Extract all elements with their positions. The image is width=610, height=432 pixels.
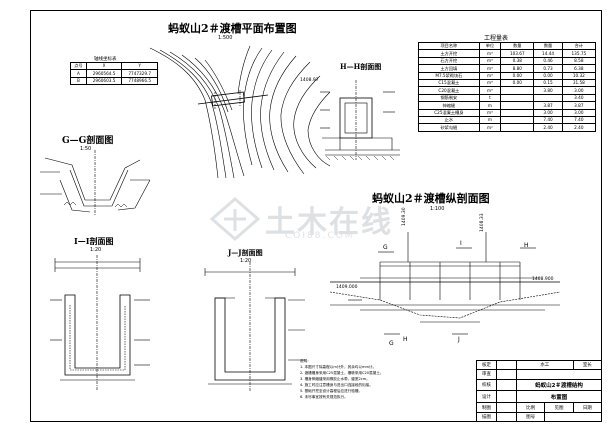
note-line: 说明：	[300, 359, 311, 363]
quantities-caption: 工程量表	[484, 35, 509, 42]
section-hh-title: H—H剖面图	[340, 62, 382, 71]
title-block-cell	[496, 378, 517, 392]
watermark-logo-icon	[210, 197, 260, 241]
table-row: 制图 比例 见图 日期	[476, 402, 603, 413]
title-block-cell	[496, 390, 517, 404]
title-block-cell: 设计	[476, 390, 497, 404]
table-row: 核定 水工 室长	[476, 359, 603, 371]
note-line: 2. 渡槽槽身采用C25混凝土，槽墩采用C20混凝土。	[300, 371, 384, 375]
plan-aqueduct	[197, 90, 269, 110]
title-block-cell: 见图	[544, 402, 574, 413]
section-marker: J	[458, 336, 460, 343]
table-cell: m²	[478, 123, 502, 132]
plan-contours	[149, 45, 331, 179]
section-marker: G	[389, 340, 394, 347]
section-gg-title: G—G剖面图	[62, 136, 114, 146]
plan-scale: 1:500	[218, 35, 233, 41]
table-row: 描图 图号	[476, 411, 602, 423]
note-line: 1. 本图尺寸除高程以m计外，其余均以mm计。	[300, 365, 377, 369]
longitudinal-scale: 1:100	[430, 206, 445, 212]
coordinates-table: 点号 X Y A 2960564.5 7747329.7 B 2960603.5…	[70, 61, 158, 86]
title-block-cell: 校核	[476, 378, 497, 392]
title-block-cell	[496, 359, 517, 371]
drawing-name: 蚂蚁山2＃渡槽结构	[516, 378, 602, 392]
note-line: 4. 施工时应注意槽身与进出口连接段的衔接。	[300, 383, 373, 387]
table-cell: 7748966.5	[121, 76, 158, 86]
section-marker: H	[403, 336, 408, 343]
section-gg-drawing	[40, 150, 151, 215]
section-ii-drawing	[50, 255, 150, 390]
title-block-cell: 日期	[572, 402, 603, 413]
note-line: 6. 未尽事宜按有关规范执行。	[300, 395, 348, 399]
title-block-cell	[516, 369, 602, 380]
section-ii-title: I—I剖面图	[74, 236, 114, 246]
title-block-cell	[496, 411, 517, 423]
table-row: B 2960603.5 7748966.5	[70, 76, 158, 86]
section-jj-scale: 1:20	[240, 258, 252, 264]
elevation-label: 1409.000	[336, 285, 358, 290]
section-ii-scale: 1:20	[90, 247, 102, 253]
title-block-cell: 比例	[515, 402, 546, 413]
title-block-cell: 审查	[476, 369, 497, 380]
elevation-label: 1408.33	[480, 213, 485, 232]
section-marker: G	[383, 244, 388, 251]
plan-title: 蚂蚁山2＃渡槽平面布置图	[168, 22, 297, 35]
note-line: 3. 槽身伸缩缝采用橡胶止水带，缝宽2cm。	[300, 377, 370, 381]
table-row: 校核 蚂蚁山2＃渡槽结构	[476, 378, 602, 392]
title-block-cell: 图号	[515, 411, 546, 423]
elevation-label: 1408.900	[532, 277, 554, 282]
drawing-name: 布置图	[516, 390, 602, 404]
section-jj-title: J—J剖面图	[228, 248, 263, 257]
coordinates-caption: 轴线坐标表	[94, 57, 117, 62]
section-marker: H	[524, 242, 529, 249]
watermark-subtext: COI88.COM	[285, 231, 355, 241]
table-row: 设计 布置图	[476, 390, 602, 404]
longitudinal-title: 蚂蚁山2＃渡槽纵剖面图	[372, 192, 490, 205]
section-hh-drawing	[320, 80, 400, 161]
table-cell: 2.40	[533, 123, 563, 132]
drawing-frame	[30, 10, 602, 422]
watermark-text: 土木在线	[265, 205, 393, 240]
title-block-cell: 室长	[572, 359, 603, 371]
title-block-cell	[544, 411, 602, 423]
title-block-cell: 水工	[516, 359, 574, 371]
title-block-cell	[496, 369, 517, 380]
table-cell: 2.40	[561, 123, 597, 132]
table-row: 审查	[476, 369, 602, 380]
title-block-cell	[496, 402, 517, 413]
section-marker: I	[460, 240, 462, 247]
elevation-label: 1408.97	[300, 78, 319, 83]
notes: 说明： 1. 本图尺寸除高程以m计外，其余均以mm计。 2. 渡槽槽身采用C25…	[300, 358, 383, 400]
watermark: 土木在线 COI88.COM	[200, 195, 420, 245]
title-block: 核定 水工 室长 审查 校核 蚂蚁山2＃渡槽结构 设计 布置图 制图	[476, 359, 603, 423]
section-jj-drawing	[204, 262, 305, 392]
section-gg-scale: 1:50	[80, 146, 92, 152]
longitudinal-drawing	[329, 232, 561, 335]
title-block-cell: 描图	[476, 411, 497, 423]
title-block-cell: 核定	[476, 359, 497, 371]
note-line: 5. 基础开挖至设计高程后应进行验槽。	[300, 389, 363, 393]
title-block-cell: 制图	[476, 402, 497, 413]
